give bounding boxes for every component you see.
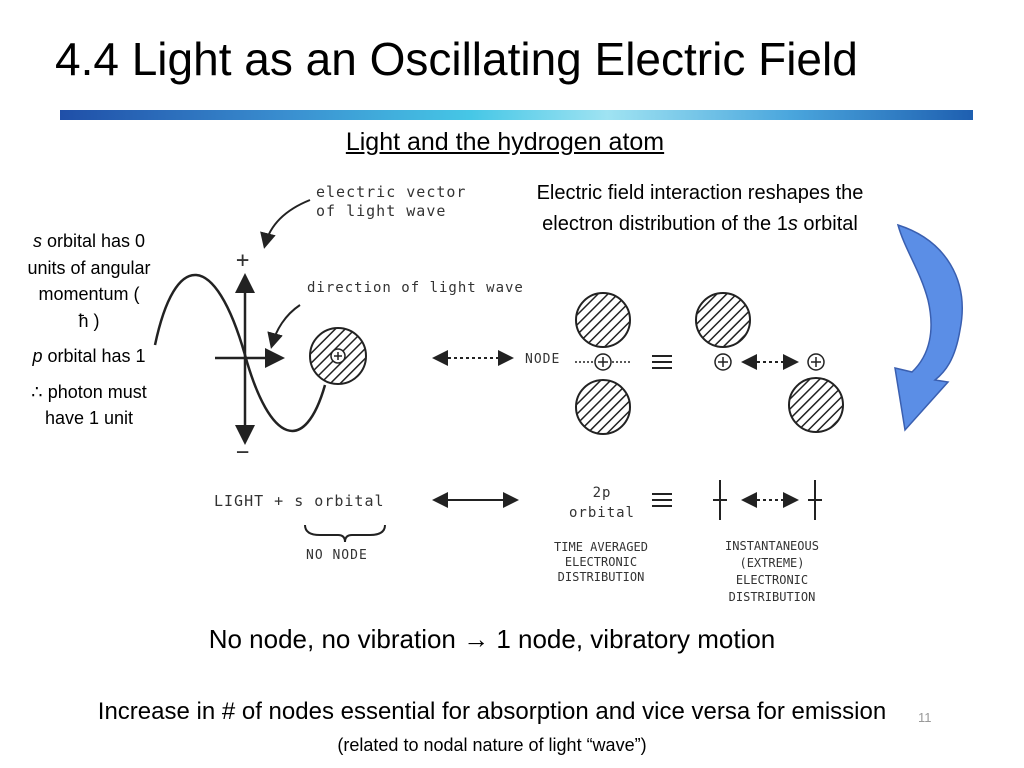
right-note: Electric field interaction reshapes the … xyxy=(508,178,892,240)
p-orbital-text: orbital has 1 xyxy=(42,346,146,366)
light-plus-s-label: LIGHT + s orbital xyxy=(214,492,385,510)
right-note-text-end: orbital xyxy=(797,213,858,235)
therefore-symbol: ∴ xyxy=(31,381,43,402)
conclusion-line-2: Increase in # of nodes essential for abs… xyxy=(97,698,887,725)
plus-label: + xyxy=(236,248,251,273)
right-note-text: Electric field interaction reshapes the … xyxy=(536,182,864,235)
instant-lobe-bottom xyxy=(788,377,844,433)
title-underline-bar xyxy=(60,110,973,120)
left-notes: s orbital has 0 units of angular momentu… xyxy=(18,228,160,441)
no-node-brace xyxy=(304,524,386,543)
right-note-italic: s xyxy=(787,213,798,235)
p-orbital-note: p orbital has 1 xyxy=(18,343,160,370)
p-italic: p xyxy=(32,346,43,366)
s-orbital-note: s orbital has 0 units of angular momentu… xyxy=(18,228,160,334)
minus-label: − xyxy=(236,440,251,465)
photon-text: photon must have 1 unit xyxy=(42,381,147,429)
equivalence-symbol-2 xyxy=(652,493,672,507)
light-wave-curve xyxy=(153,273,327,432)
no-node-label: NO NODE xyxy=(306,548,368,563)
conclusion-line-3: (related to nodal nature of light “wave”… xyxy=(337,735,647,755)
slide-subtitle: Light and the hydrogen atom xyxy=(345,128,665,156)
p-lobe-top xyxy=(575,292,631,348)
slide-title: 4.4 Light as an Oscillating Electric Fie… xyxy=(55,33,858,85)
equivalence-symbol-1 xyxy=(652,355,672,369)
s-italic: s xyxy=(32,231,42,251)
arrow-symbol: → xyxy=(463,624,490,654)
photon-note: ∴ photon must have 1 unit xyxy=(18,379,160,432)
s-orbital-text: orbital has 0 units of angular momentum … xyxy=(27,231,151,304)
s-close: ) xyxy=(88,310,100,331)
direction-label: direction of light wave xyxy=(307,280,524,296)
p-lobe-bottom xyxy=(575,379,631,435)
reshape-arrow xyxy=(894,223,963,432)
instant-lobe-top xyxy=(695,292,751,348)
electric-vector-pointer xyxy=(260,199,311,249)
node-label: NODE xyxy=(525,352,561,367)
page-number: 11 xyxy=(918,710,932,725)
direction-pointer xyxy=(267,304,301,349)
conclusion-line-1: No node, no vibration → 1 node, vibrator… xyxy=(208,624,776,654)
hbar-symbol: ħ xyxy=(78,310,89,331)
